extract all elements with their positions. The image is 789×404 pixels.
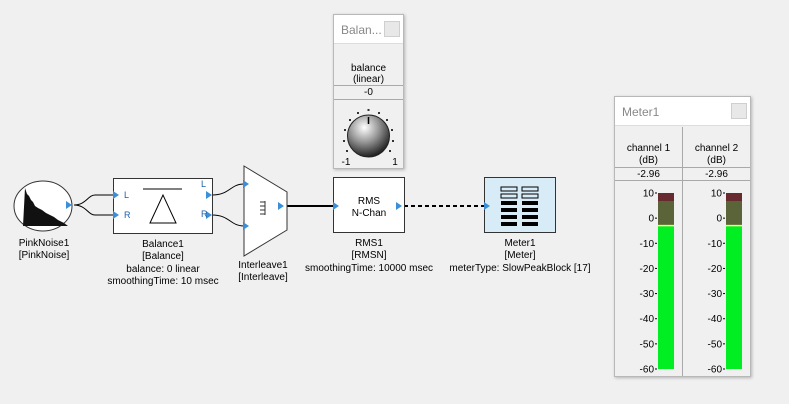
channel-1-unit: (dB) <box>639 155 658 166</box>
channel-2-bar-olive <box>726 201 742 226</box>
meter-bars-icon <box>500 186 539 226</box>
meter-input-pin[interactable] <box>484 202 490 210</box>
balance-window-close-button[interactable] <box>384 21 400 37</box>
channel-1-bar-olive <box>658 201 674 226</box>
channel-1-tick-label: -10 <box>640 239 655 250</box>
channel-2-tick-label: -40 <box>708 314 723 325</box>
pinknoise-block[interactable] <box>12 180 74 232</box>
rms-name: RMS1 <box>355 238 383 249</box>
balance-input-r-pin[interactable] <box>113 211 119 219</box>
balance-window-value: -0 <box>364 87 373 98</box>
balance-window-title: Balan... <box>341 23 382 37</box>
balance-control-window[interactable]: Balan... balance (linear) -0 <box>333 14 404 169</box>
rms-input-pin[interactable] <box>333 202 339 210</box>
meter-window-titlebar[interactable]: Meter1 <box>615 97 750 126</box>
balance-pin-l-label: L <box>124 190 130 200</box>
balance-window-divider-bottom <box>334 99 403 100</box>
balance-window-unit: (linear) <box>352 74 385 85</box>
balance-type: [Balance] <box>142 251 184 262</box>
interleave-pin-l-label: L <box>201 179 207 189</box>
balance-output-r-pin[interactable] <box>206 211 212 219</box>
channel-1-tick-label: -50 <box>640 339 655 350</box>
channel-2-bar-green <box>726 225 742 369</box>
channel-2-tick-label: -60 <box>708 365 723 376</box>
interleave-block[interactable]: L R <box>201 165 289 257</box>
interleave-output-pin[interactable] <box>278 202 284 210</box>
meter-name: Meter1 <box>504 238 536 249</box>
meter-param-metertype: meterType: SlowPeakBlock [17] <box>449 263 591 274</box>
balance-output-l-pin[interactable] <box>206 191 212 199</box>
channel-1-tick-label: -20 <box>640 264 655 275</box>
balance-knob[interactable] <box>334 103 403 165</box>
balance-window-titlebar[interactable]: Balan... <box>334 15 403 44</box>
channel-2-tick-label: -10 <box>708 239 723 250</box>
rms-output-pin[interactable] <box>396 202 402 210</box>
channel-2-tick-label: -30 <box>708 289 723 300</box>
channel-1-tick-label: -30 <box>640 289 655 300</box>
balance-param-balance: balance: 0 linear <box>126 264 200 275</box>
interleave-trapezoid-icon <box>243 165 288 257</box>
balance-knob-max-label: 1 <box>392 157 398 168</box>
channel-2-bar-red <box>726 193 742 201</box>
rms-block-subtitle: N-Chan <box>351 208 387 219</box>
balance-knob-min-label: -1 <box>341 157 351 168</box>
meter-window-column-divider <box>682 127 683 376</box>
rms-type: [RMSN] <box>351 250 387 261</box>
interleave-input-l-pin[interactable] <box>243 180 249 188</box>
balance-name: Balance1 <box>142 239 184 250</box>
meter-window[interactable]: Meter1 channel 1 (dB) -2.96 channel 2 (d… <box>614 96 751 377</box>
balance-block[interactable]: L R <box>113 178 213 234</box>
pinknoise-output-pin[interactable] <box>66 201 72 209</box>
interleave-pin-r-label: R <box>201 209 208 219</box>
balance-window-divider-top <box>334 85 403 86</box>
channel-1-name: channel 1 <box>626 143 671 154</box>
channel-1-tick-label: 0 <box>648 214 654 225</box>
balance-triangle-icon <box>143 188 182 224</box>
channel-2-tick-label: -50 <box>708 339 723 350</box>
interleave-name: Interleave1 <box>238 260 288 271</box>
pinknoise-name: PinkNoise1 <box>18 238 70 249</box>
meter-window-divider-top <box>615 167 750 168</box>
channel-1-bar-red <box>658 193 674 201</box>
balance-input-l-pin[interactable] <box>113 191 119 199</box>
meter-window-title: Meter1 <box>622 105 660 119</box>
channel-1-tick-label: -40 <box>640 314 655 325</box>
channel-2-tick-label: -20 <box>708 264 723 275</box>
pinknoise-type: [PinkNoise] <box>18 250 70 261</box>
rms-block-title: RMS <box>357 196 381 207</box>
channel-1-bar-green <box>658 225 674 369</box>
interleave-input-r-pin[interactable] <box>243 222 249 230</box>
meter-window-close-button[interactable] <box>731 103 747 119</box>
balance-param-smoothing: smoothingTime: 10 msec <box>107 276 219 287</box>
channel-2-name: channel 2 <box>694 143 739 154</box>
interleave-type: [Interleave] <box>238 272 288 283</box>
balance-pin-r-label: R <box>124 210 131 220</box>
meter-block[interactable] <box>484 177 556 233</box>
channel-1-value: -2.96 <box>637 169 660 180</box>
channel-1-tick-label: 10 <box>643 189 655 200</box>
balance-window-label: balance <box>350 63 387 74</box>
meter-type: [Meter] <box>504 250 536 261</box>
meter-scales: 10 0 -10 -20 -30 -40 -50 -60 10 0 -10 -20 -30 -40 -50 -… <box>640 189 742 376</box>
channel-1-tick-label: -60 <box>640 365 655 376</box>
pinknoise-spectrum-icon <box>13 180 73 232</box>
channel-2-tick-label: 10 <box>711 189 723 200</box>
meter-window-divider-bottom <box>615 180 750 181</box>
channel-2-tick-label: 0 <box>716 214 722 225</box>
channel-2-unit: (dB) <box>707 155 726 166</box>
rms-param-smoothing: smoothingTime: 10000 msec <box>304 263 434 274</box>
channel-2-value: -2.96 <box>705 169 728 180</box>
rms-block[interactable]: RMS N-Chan <box>333 177 405 233</box>
